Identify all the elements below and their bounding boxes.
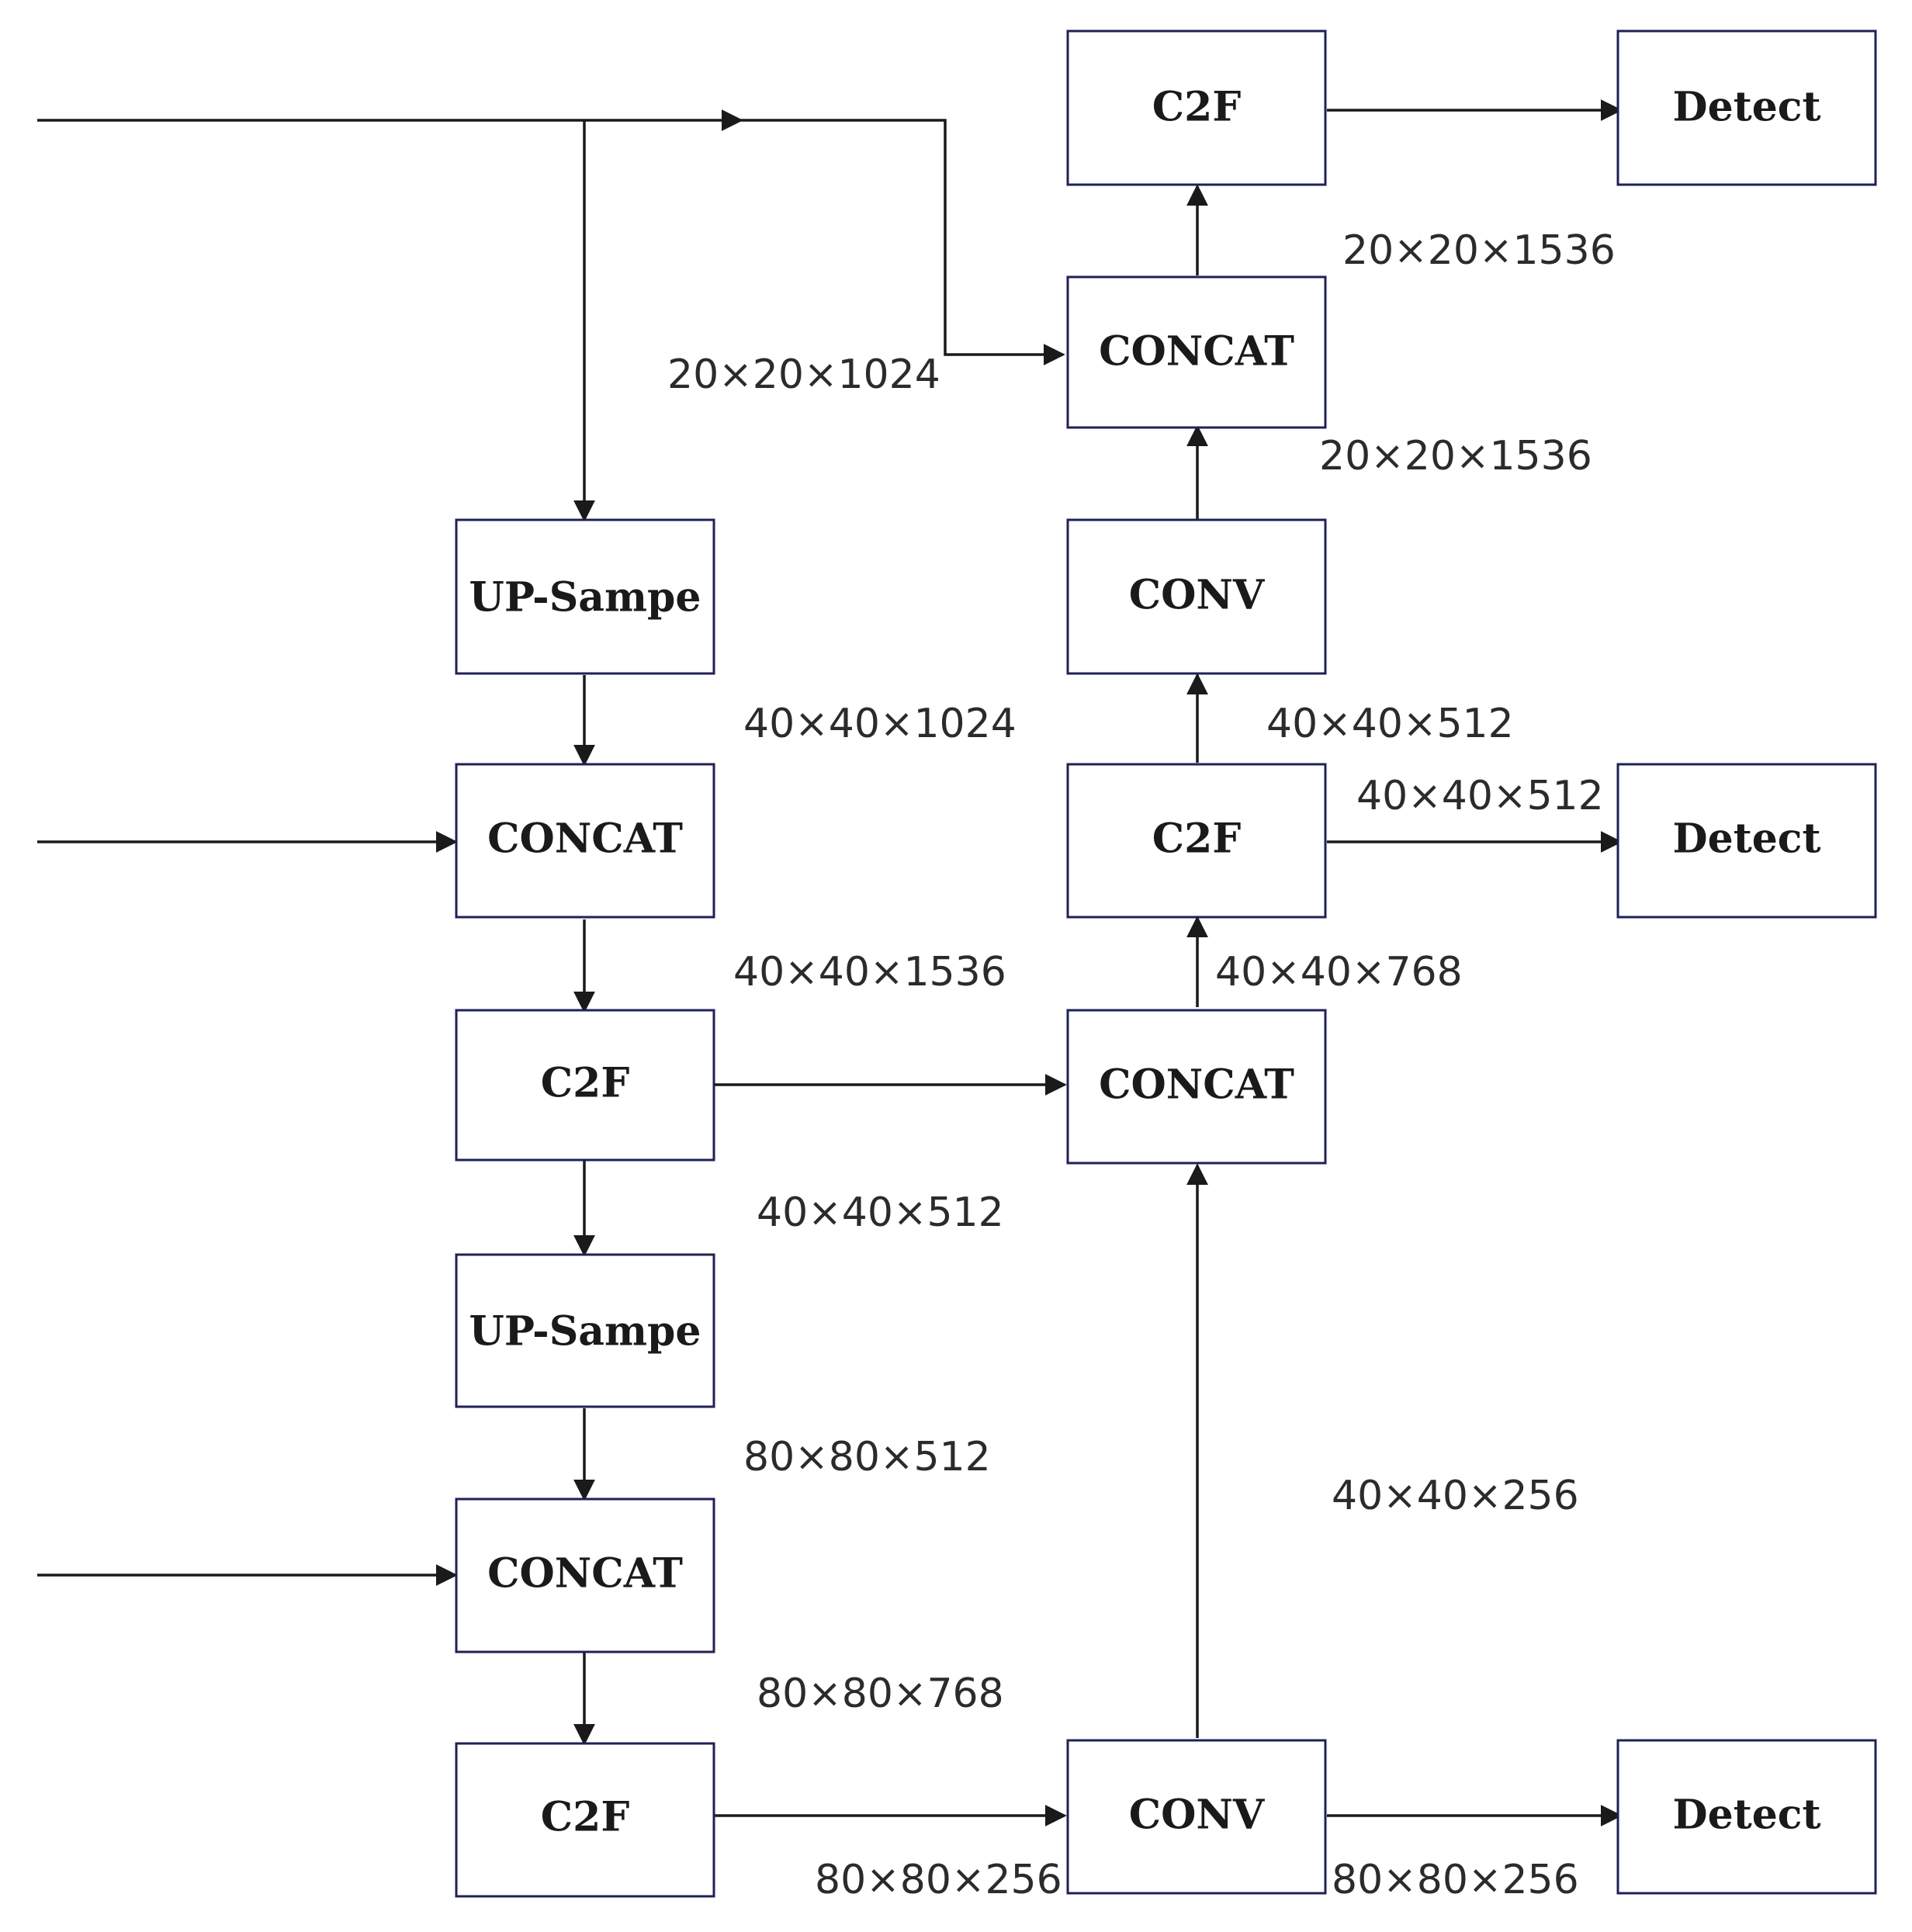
- node-label: CONV: [1129, 1792, 1266, 1839]
- dim-label: 40×40×1536: [733, 949, 1006, 995]
- node-c2f-right-mid: C2F: [1066, 763, 1327, 919]
- node-label: Detect: [1673, 1792, 1821, 1839]
- node-concat-left-1: CONCAT: [455, 763, 715, 919]
- node-conv-mid: CONV: [1066, 518, 1327, 675]
- node-c2f-top: C2F: [1066, 29, 1327, 186]
- dim-label: 40×40×1024: [743, 701, 1017, 747]
- node-conv-bottom: CONV: [1066, 1739, 1327, 1895]
- node-detect-top: Detect: [1616, 29, 1877, 186]
- dimension-labels: 20×20×1536 20×20×1024 20×20×1536 40×40×1…: [667, 227, 1616, 1903]
- node-label: CONCAT: [1099, 328, 1294, 376]
- dim-label: 80×80×512: [743, 1434, 991, 1480]
- node-label: C2F: [1152, 815, 1242, 863]
- dim-label: 40×40×512: [1266, 701, 1514, 747]
- dim-label: 20×20×1024: [667, 351, 940, 398]
- node-label: CONV: [1129, 572, 1266, 619]
- node-label: C2F: [1152, 84, 1242, 131]
- dim-label: 80×80×256: [1332, 1857, 1579, 1903]
- node-label: CONCAT: [1099, 1061, 1294, 1109]
- node-label: Detect: [1673, 815, 1821, 863]
- node-label: C2F: [541, 1060, 630, 1107]
- node-label: Detect: [1673, 84, 1821, 131]
- node-label: UP-Sampe: [469, 1308, 701, 1356]
- dim-label: 20×20×1536: [1342, 227, 1616, 274]
- dim-label: 40×40×768: [1215, 949, 1463, 995]
- node-label: CONCAT: [487, 1550, 683, 1598]
- edges: [37, 99, 1623, 1826]
- node-label: CONCAT: [487, 815, 683, 863]
- node-detect-bottom: Detect: [1616, 1739, 1877, 1895]
- node-label: C2F: [541, 1794, 630, 1841]
- dim-label: 20×20×1536: [1319, 433, 1592, 480]
- node-concat-right-mid: CONCAT: [1066, 1009, 1327, 1165]
- dim-label: 40×40×512: [1356, 773, 1604, 819]
- dim-label: 80×80×768: [757, 1671, 1004, 1717]
- node-concat-left-2: CONCAT: [455, 1497, 715, 1653]
- node-c2f-left-2: C2F: [455, 1742, 715, 1898]
- dim-label: 40×40×512: [757, 1189, 1004, 1236]
- nodes: C2F Detect CONCAT CONV C2F Detect CONCAT: [455, 29, 1877, 1898]
- node-label: UP-Sampe: [469, 574, 701, 621]
- node-concat-top: CONCAT: [1066, 275, 1327, 429]
- node-c2f-left-1: C2F: [455, 1009, 715, 1162]
- node-detect-mid: Detect: [1616, 763, 1877, 919]
- dim-label: 80×80×256: [815, 1857, 1062, 1903]
- node-upsample-1: UP-Sampe: [455, 518, 715, 675]
- node-upsample-2: UP-Sampe: [455, 1253, 715, 1408]
- dim-label: 40×40×256: [1332, 1473, 1579, 1519]
- edge-top-to-concat-top: [741, 119, 1065, 365]
